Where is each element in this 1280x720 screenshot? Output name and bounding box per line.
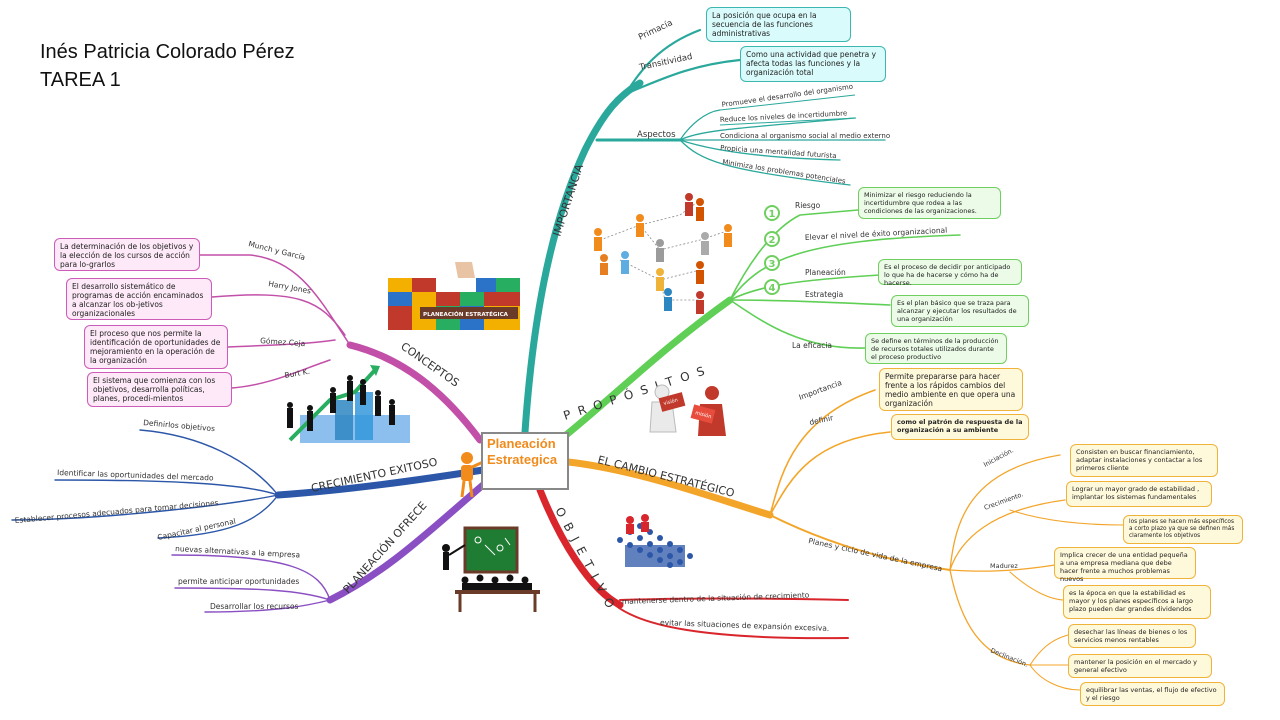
ofrece-title: PLANEACIÓN OFRECE	[341, 499, 430, 596]
aspectos-label: Aspectos	[637, 130, 676, 140]
author-block: Inés Patricia Colorado Pérez TAREA 1	[40, 38, 295, 94]
number-3: 3	[769, 259, 776, 270]
central-topic-line-1: Planeación	[487, 436, 556, 451]
definir-box: como el patrón de respuesta de la organi…	[891, 414, 1029, 440]
branch-propositos	[556, 209, 961, 444]
crecimiento-title: CRECIMIENTO EXITOSO	[310, 455, 439, 495]
concepto-author-3: Gómez Ceja	[260, 336, 306, 348]
author-name: Inés Patricia Colorado Pérez	[40, 41, 295, 63]
people-network-image	[594, 193, 732, 314]
concepto-author-1: Munch y García	[248, 239, 307, 262]
branch-importancia	[521, 28, 886, 436]
planeacion-label: Planeación	[805, 268, 846, 277]
eficacia-label: La eficacia	[792, 341, 832, 350]
riesgo-box: Minimizar el riesgo reduciendo la incert…	[858, 187, 1001, 219]
planeacion-box: Es el proceso de decidir por anticipado …	[878, 259, 1022, 287]
puzzle-right-label: misión	[694, 409, 712, 420]
crowd-image	[617, 514, 693, 568]
concepto-author-4: Burt K.	[284, 367, 311, 380]
number-2: 2	[769, 235, 776, 246]
madurez-box-2: es la época en que la estabilidad es may…	[1063, 585, 1211, 619]
riesgo-label: Riesgo	[795, 201, 821, 210]
estrategia-box: Es el plan básico que se traza para alca…	[891, 295, 1029, 327]
cambio-title: EL CAMBIO ESTRATÉGICO	[596, 453, 736, 500]
madurez-label: Madurez	[990, 562, 1018, 570]
central-topic: Planeación Estrategica	[481, 432, 569, 490]
importancia-title: IMPORTANCIA	[550, 162, 586, 238]
propositos-title: P R O P Ó S I T O S	[561, 362, 708, 422]
branch-cambio	[564, 389, 1126, 691]
concepto-box-4: El sistema que comienza con los objetivo…	[87, 372, 232, 407]
objetivo-title: O B J E T I V O	[552, 505, 618, 612]
branch-conceptos	[199, 254, 484, 444]
planes-label: Planes y ciclo de vida de la empresa	[808, 536, 944, 573]
concepto-box-3: El proceso que nos permite la identifica…	[84, 325, 228, 369]
definir-label: definir	[809, 413, 835, 427]
branch-ofrece	[171, 481, 487, 613]
ofrece-item-3: Desarrollar los recursos	[210, 602, 299, 611]
crecimiento-label: Crecimiento.	[983, 490, 1024, 512]
importancia-leaf-lines	[719, 94, 857, 126]
task-label: TAREA 1	[40, 69, 121, 91]
crecimiento-box-2: los planes se hacen más específicos a co…	[1123, 515, 1243, 544]
ofrece-item-2: permite anticipar oportunidades	[178, 577, 299, 586]
objetivo-item-1: mantenerse dentro de la situación de cre…	[622, 590, 810, 606]
number-4: 4	[769, 283, 776, 294]
cambio-importancia-box: Permite prepararse para hacer frente a l…	[879, 368, 1023, 411]
concepto-box-2: El desarrollo sistemático de programas d…	[66, 278, 212, 320]
lego-planning-image: PLANEACIÓN ESTRATÉGICA	[388, 262, 520, 330]
number-1: 1	[769, 209, 776, 220]
primacia-label: Primacía	[637, 18, 674, 43]
thinker-figure-icon	[460, 452, 484, 498]
declinacion-box-1: desechar las líneas de bienes o los serv…	[1068, 624, 1196, 648]
concepto-box-1: La determinación de los objetivos y la e…	[54, 238, 200, 271]
branch-objetivo	[536, 486, 849, 640]
puzzle-vision-mission-image: visión misión	[649, 384, 726, 436]
crecimiento-box-1: Lograr un mayor grado de estabilidad , i…	[1066, 481, 1212, 507]
declinacion-label: Declinación.	[989, 646, 1029, 668]
declinacion-box-2: mantener la posición en el mercado y gen…	[1068, 654, 1212, 678]
aspecto-item-4: Propicia una mentalidad futurista	[720, 144, 837, 160]
aspecto-item-3: Condiciona al organismo social al medio …	[720, 132, 890, 140]
iniciacion-label: Iniciación.	[982, 446, 1015, 468]
estrategia-label: Estrategia	[805, 290, 843, 299]
puzzle-left-label: visión	[663, 396, 679, 407]
crecimiento-item-3: Establecer procesos adecuados para tomar…	[14, 498, 219, 525]
aspecto-item-5: Minimiza los problemas potenciales	[722, 158, 847, 185]
madurez-box-1: Implica crecer de una entidad pequeña a …	[1054, 547, 1196, 583]
central-topic-line-2: Estrategica	[487, 452, 558, 467]
aspecto-item-1: Promueve el desarrollo del organismo	[721, 83, 853, 109]
classroom-image	[442, 526, 540, 612]
branch-crecimiento	[11, 429, 487, 539]
eficacia-box: Se define en términos de la producción d…	[865, 333, 1007, 364]
business-people-image	[287, 365, 410, 443]
declinacion-box-3: equilibrar las ventas, el flujo de efect…	[1080, 682, 1225, 706]
cambio-importancia-label: Importancia	[798, 378, 843, 402]
primacia-box: La posición que ocupa en la secuencia de…	[706, 7, 851, 42]
transitividad-box: Como una actividad que penetra y afecta …	[740, 46, 886, 82]
lego-label: PLANEACIÓN ESTRATÉGICA	[423, 310, 509, 318]
numbered-circles: 1 2 3 4	[764, 205, 780, 295]
iniciacion-box: Consisten en buscar financiamiento, adap…	[1070, 444, 1218, 477]
